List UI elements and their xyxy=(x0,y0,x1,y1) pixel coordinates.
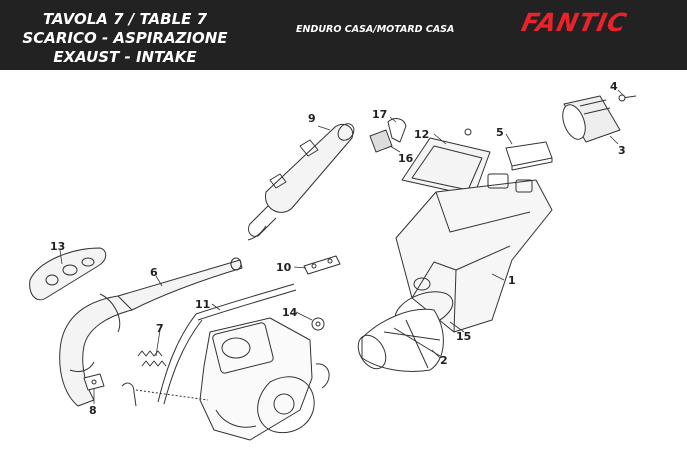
fantic-logo: FANTIC xyxy=(518,8,680,42)
page-title: TAVOLA 7 / TABLE 7 SCARICO - ASPIRAZIONE… xyxy=(10,10,240,67)
leader-lines xyxy=(59,89,625,404)
air-filter-element xyxy=(562,95,621,143)
label-7: 7 xyxy=(156,322,164,335)
filter-screw xyxy=(618,94,637,102)
title-line-italian: SCARICO - ASPIRAZIONE xyxy=(22,29,228,47)
title-line-english: EXAUST - INTAKE xyxy=(53,48,197,66)
breather-hose xyxy=(157,283,297,405)
washer xyxy=(311,317,325,331)
title-line-table: TAVOLA 7 / TABLE 7 xyxy=(42,10,208,28)
label-17: 17 xyxy=(372,108,387,121)
label-1: 1 xyxy=(508,274,516,287)
clamp-bracket xyxy=(387,118,407,143)
label-11: 11 xyxy=(195,298,210,311)
airbox xyxy=(395,173,553,333)
label-3: 3 xyxy=(618,144,626,157)
label-14: 14 xyxy=(282,306,298,319)
heat-shield xyxy=(29,247,107,301)
label-4: 4 xyxy=(610,80,618,93)
intake-boot xyxy=(357,308,444,372)
label-9: 9 xyxy=(308,112,316,125)
exploded-view: 13 6 7 8 9 10 11 12 14 15 16 17 1 2 3 4 … xyxy=(0,70,687,475)
part-labels: 13 6 7 8 9 10 11 12 14 15 16 17 1 2 3 4 … xyxy=(50,80,626,417)
brand-wordmark: FANTIC xyxy=(518,8,630,37)
label-12: 12 xyxy=(414,128,429,141)
foam-block xyxy=(505,141,553,171)
label-2: 2 xyxy=(440,354,448,367)
rubber-block xyxy=(369,129,393,153)
engine-block xyxy=(135,317,330,441)
label-8: 8 xyxy=(89,404,97,417)
silencer xyxy=(247,123,355,241)
model-subtitle: ENDURO CASA/MOTARD CASA xyxy=(296,24,455,35)
label-16: 16 xyxy=(398,152,414,165)
label-5: 5 xyxy=(496,126,504,139)
exhaust-bracket xyxy=(83,373,105,391)
header-bar: TAVOLA 7 / TABLE 7 SCARICO - ASPIRAZIONE… xyxy=(0,0,687,70)
exploded-view-drawing: 13 6 7 8 9 10 11 12 14 15 16 17 1 2 3 4 … xyxy=(29,80,637,441)
label-6: 6 xyxy=(150,266,158,279)
label-10: 10 xyxy=(276,261,292,274)
silencer-mount xyxy=(303,255,341,275)
exhaust-pipe xyxy=(59,257,243,407)
label-13: 13 xyxy=(50,240,65,253)
label-15: 15 xyxy=(456,330,471,343)
exhaust-springs xyxy=(121,350,167,407)
